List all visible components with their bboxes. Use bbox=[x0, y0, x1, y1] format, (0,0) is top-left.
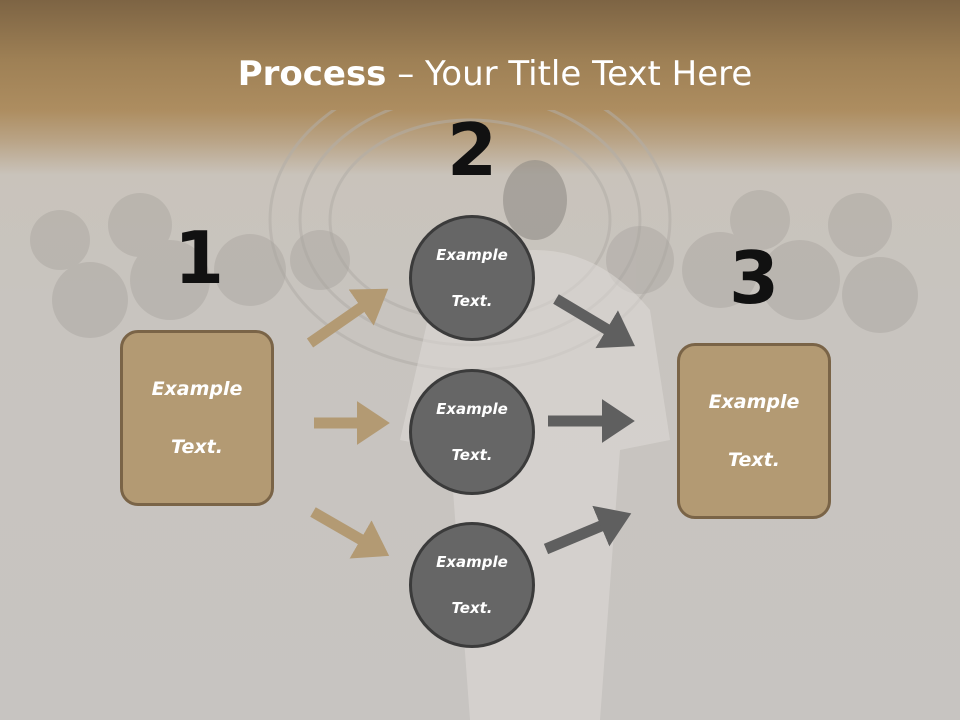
title-rest: – Your Title Text Here bbox=[386, 54, 753, 94]
box-left-line1: Example bbox=[151, 377, 243, 400]
circle-top-line1: Example bbox=[436, 245, 508, 264]
box-right-line1: Example bbox=[708, 390, 800, 413]
step-number-2: 2 bbox=[446, 108, 498, 192]
circle-bottom-line2: Text. bbox=[451, 598, 493, 617]
step-number-3: 3 bbox=[728, 236, 780, 320]
title-bold: Process bbox=[237, 54, 387, 94]
box-left-line2: Text. bbox=[171, 435, 223, 458]
box-right-line2: Text. bbox=[728, 448, 780, 471]
circle-middle-line2: Text. bbox=[451, 445, 493, 464]
slide-title: Process – Your Title Text Here bbox=[0, 52, 960, 96]
step-number-1: 1 bbox=[173, 216, 225, 300]
circle-bottom-line1: Example bbox=[436, 552, 508, 571]
circle-top-line2: Text. bbox=[451, 291, 493, 310]
circle-middle-line1: Example bbox=[436, 399, 508, 418]
